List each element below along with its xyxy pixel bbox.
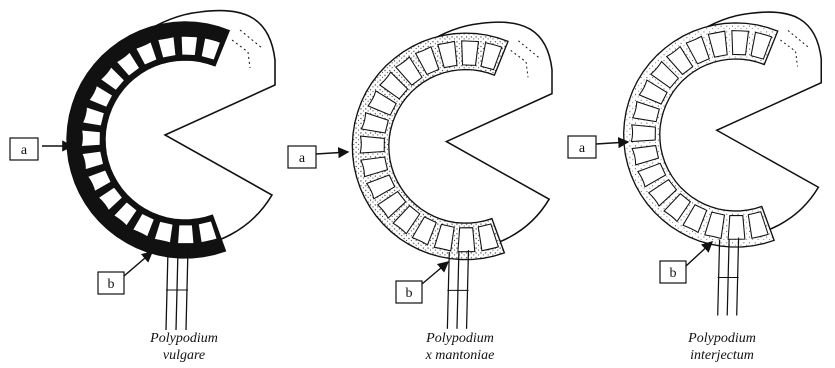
annulus-cell [81, 130, 100, 147]
caption-line1: Polypodium [380, 330, 540, 347]
annulus-cell [732, 31, 749, 55]
annulus-cell [631, 125, 655, 142]
stalk [718, 238, 739, 316]
arrow-b [422, 262, 448, 284]
caption-line1: Polypodium [104, 330, 264, 347]
caption-line2: x mantoniae [380, 347, 540, 364]
caption-vulgare: Polypodium vulgare [104, 330, 264, 364]
sporangium-mantoniae: ab [288, 22, 552, 329]
arrow-b [124, 252, 152, 276]
arrow-b [686, 242, 712, 266]
label-a: a [299, 151, 306, 166]
caption-line2: interjectum [642, 347, 802, 364]
label-a: a [579, 141, 586, 156]
annulus-cell [462, 41, 479, 65]
panel-body [624, 12, 822, 315]
annulus-cell [458, 228, 475, 252]
caption-line2: vulgare [104, 347, 264, 364]
annulus-cell [181, 36, 198, 56]
caption-line1: Polypodium [642, 330, 802, 347]
annulus-cell [360, 136, 384, 153]
caption-mantoniae: Polypodium x mantoniae [380, 330, 540, 364]
panel-body [352, 22, 552, 329]
sporangium-vulgare: ab [10, 11, 275, 330]
annulus-cell [178, 225, 195, 244]
label-b: b [670, 266, 677, 281]
label-a: a [21, 143, 28, 158]
sporangium-interjectum: ab [568, 12, 821, 315]
arrow-a [596, 142, 628, 144]
arrow-a [316, 152, 348, 154]
stalk [166, 248, 188, 330]
stalk [447, 250, 468, 329]
label-b: b [108, 277, 115, 292]
annulus-cell [728, 215, 745, 239]
label-b: b [406, 286, 413, 301]
caption-interjectum: Polypodium interjectum [642, 330, 802, 364]
